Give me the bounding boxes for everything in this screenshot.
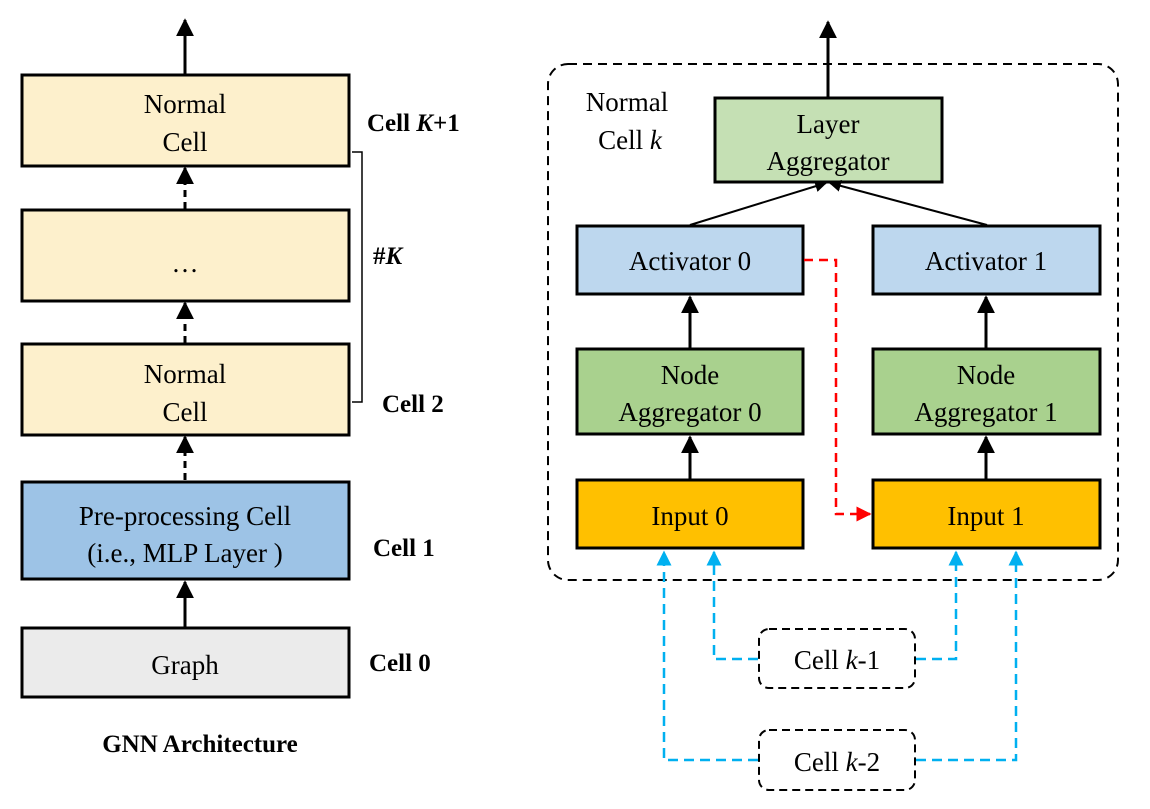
node-aggregator-1-line2: Aggregator 1 — [914, 397, 1057, 427]
node-aggregator-1-box: Node Aggregator 1 — [871, 347, 1102, 436]
ellipsis-text: … — [172, 248, 199, 278]
cell-k-minus-1-text: Cell k-1 — [794, 645, 880, 675]
cell-0-label: Cell 0 — [369, 650, 431, 677]
top-normal-cell-line2: Cell — [163, 127, 208, 157]
gnn-architecture-caption: GNN Architecture — [102, 731, 298, 758]
k-bracket — [352, 151, 363, 403]
cell-k-plus-1-label: Cell K+1 — [367, 110, 460, 137]
cell-k-minus-1-box: Cell k-1 — [758, 628, 916, 689]
graph-box: Graph — [20, 626, 351, 699]
ellipsis-cell-box: … — [20, 208, 351, 303]
cell-k-minus-2-box: Cell k-2 — [758, 729, 916, 791]
input-0-text: Input 0 — [651, 501, 728, 531]
cell2-normal-line2: Cell — [163, 397, 208, 427]
normal-cell-k-container — [547, 63, 1119, 581]
top-normal-cell-line1: Normal — [144, 89, 226, 119]
node-aggregator-0-line1: Node — [661, 360, 719, 390]
top-normal-cell-box: Normal Cell — [20, 73, 351, 168]
layer-aggregator-line1: Layer — [797, 109, 860, 139]
activator-0-text: Activator 0 — [629, 246, 751, 276]
blue-arrow-prev1-to-input0 — [706, 550, 758, 661]
normal-cell-k-title-line1: Normal — [586, 87, 668, 117]
input-1-box: Input 1 — [871, 478, 1102, 550]
cell2-normal-line1: Normal — [144, 359, 226, 389]
layer-aggregator-line2: Aggregator — [767, 146, 890, 176]
activator-1-text: Activator 1 — [925, 246, 1047, 276]
red-dashed-arrow-act0-to-input1 — [804, 258, 872, 522]
layer-aggregator-box: Layer Aggregator — [713, 96, 944, 184]
preproc-line1: Pre-processing Cell — [79, 501, 291, 531]
graph-text: Graph — [151, 650, 219, 680]
blue-arrow-prev2-to-input1 — [916, 550, 1024, 762]
preprocessing-cell-box: Pre-processing Cell (i.e., MLP Layer ) — [20, 480, 351, 581]
activator-0-box: Activator 0 — [575, 224, 805, 296]
blue-arrow-prev1-to-input1 — [916, 550, 964, 661]
node-aggregator-1-line1: Node — [957, 360, 1015, 390]
node-aggregator-0-box: Node Aggregator 0 — [575, 347, 805, 436]
preproc-line2: (i.e., MLP Layer ) — [87, 538, 282, 568]
input-1-text: Input 1 — [947, 501, 1024, 531]
cell-k-minus-2-text: Cell k-2 — [794, 747, 880, 777]
cell-1-label: Cell 1 — [373, 535, 435, 562]
input-0-box: Input 0 — [575, 478, 805, 550]
node-aggregator-0-line2: Aggregator 0 — [618, 397, 761, 427]
arrow-act1-to-layer-agg — [828, 179, 988, 226]
blue-arrow-prev2-to-input0 — [656, 550, 758, 762]
cell2-normal-box: Normal Cell — [20, 342, 351, 437]
arrow-act0-to-layer-agg — [689, 180, 828, 226]
normal-cell-k-title-line2: Cell k — [598, 125, 663, 155]
num-k-label: #K — [373, 243, 405, 270]
cell-2-label: Cell 2 — [382, 391, 444, 418]
activator-1-box: Activator 1 — [871, 224, 1102, 296]
